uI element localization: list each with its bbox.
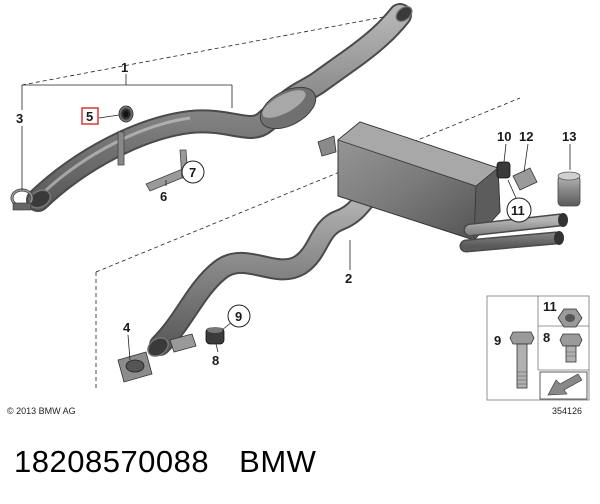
long-bolt-icon bbox=[509, 331, 535, 389]
direction-arrow-icon bbox=[539, 371, 588, 400]
callout-4: 4 bbox=[123, 320, 131, 335]
rubber-mount-10 bbox=[496, 161, 511, 179]
assembly-boundary-lines bbox=[21, 11, 521, 390]
rear-silencer-assembly bbox=[147, 121, 568, 357]
legend-label-9: 9 bbox=[494, 333, 501, 348]
callout-8: 8 bbox=[212, 353, 219, 368]
callout-9-circle bbox=[227, 304, 251, 328]
callout-10: 10 bbox=[497, 129, 511, 144]
short-bolt-icon bbox=[559, 333, 583, 363]
tail-trim-13 bbox=[557, 171, 581, 207]
callout-13: 13 bbox=[562, 129, 576, 144]
callout-7-circle bbox=[181, 160, 205, 184]
copyright-text: © 2013 BMW AG bbox=[7, 406, 76, 416]
part-number: 18208570088 bbox=[14, 444, 210, 479]
catalytic-converter bbox=[259, 86, 317, 130]
callout-11-circle bbox=[506, 197, 532, 223]
callout-3: 3 bbox=[16, 111, 23, 126]
rubber-mount-8 bbox=[205, 327, 225, 345]
part-caption: 18208570088 BMW bbox=[14, 444, 316, 480]
callout-1: 1 bbox=[121, 60, 128, 75]
pipe-clamp-4 bbox=[117, 351, 153, 383]
brand-name: BMW bbox=[239, 444, 317, 479]
callout-11: 11 bbox=[511, 203, 525, 218]
diagram-number: 354126 bbox=[552, 406, 582, 416]
rubber-mount-5 bbox=[118, 105, 134, 123]
callout-7: 7 bbox=[189, 165, 196, 180]
legend-label-8: 8 bbox=[543, 330, 550, 345]
callout-5-highlight-box bbox=[81, 107, 99, 125]
callout-5: 5 bbox=[86, 109, 93, 124]
front-pipe-assembly bbox=[26, 3, 413, 212]
callout-12: 12 bbox=[519, 129, 533, 144]
legend-label-11: 11 bbox=[543, 299, 557, 314]
callout-9: 9 bbox=[235, 309, 242, 324]
fastener-legend: 11 9 8 bbox=[486, 295, 590, 401]
bracket-12 bbox=[512, 167, 538, 191]
callout-2: 2 bbox=[345, 271, 352, 286]
callout-6: 6 bbox=[160, 189, 167, 204]
hex-nut-icon bbox=[557, 308, 583, 328]
